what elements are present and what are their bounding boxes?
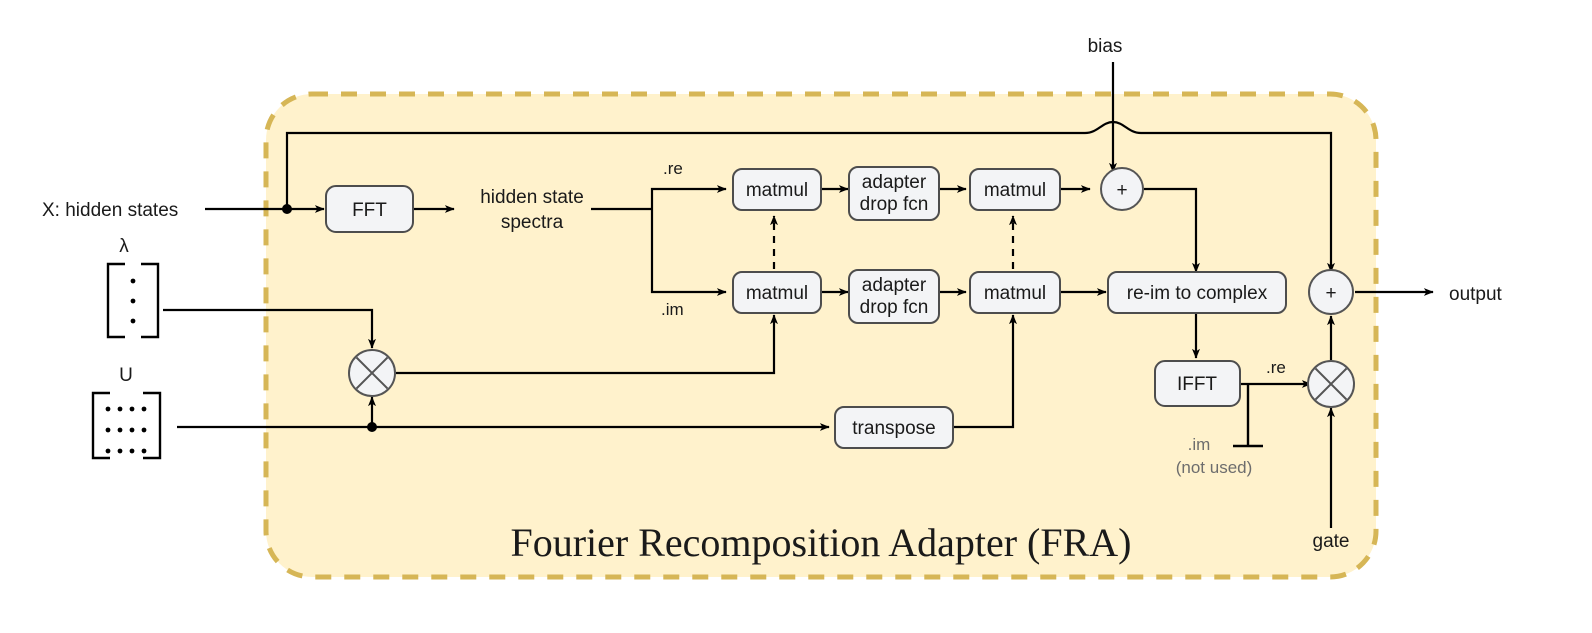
branch-re-label: .re — [663, 159, 683, 178]
spectra-label-line2: spectra — [501, 212, 564, 233]
op-add-skip[interactable]: + — [1308, 269, 1354, 315]
spectra-label-line1: hidden state — [480, 187, 584, 208]
ifft-re-label: .re — [1266, 358, 1286, 377]
node-matmul-im-2[interactable]: matmul — [969, 271, 1061, 314]
node-ifft-label: IFFT — [1177, 374, 1217, 395]
bias-label: bias — [1088, 36, 1123, 57]
node-matmul-im-2-label: matmul — [984, 283, 1046, 304]
wire-branch-im — [650, 209, 727, 296]
node-ifft[interactable]: IFFT — [1154, 360, 1241, 407]
u-label: U — [119, 365, 133, 386]
op-add-skip-glyph: + — [1325, 283, 1336, 304]
node-matmul-re-1[interactable]: matmul — [732, 168, 822, 211]
branch-im-label: .im — [661, 300, 684, 319]
node-transpose-label: transpose — [852, 418, 935, 439]
diagram-title: Fourier Recomposition Adapter (FRA) — [510, 520, 1131, 565]
wire-mul-to-mm-im1 — [396, 314, 778, 375]
lambda-label: λ — [119, 236, 129, 257]
lambda-vector: λ — [106, 236, 160, 339]
wire-lambda-to-mul — [163, 308, 376, 349]
node-adapter-re-line2: drop fcn — [860, 194, 929, 215]
node-matmul-re-2-label: matmul — [984, 180, 1046, 201]
op-add-bias[interactable]: + — [1100, 167, 1144, 211]
node-matmul-re-1-label: matmul — [746, 180, 808, 201]
ifft-im-note: (not used) — [1176, 458, 1253, 477]
u-matrix: U — [91, 365, 162, 460]
node-matmul-re-2[interactable]: matmul — [969, 168, 1061, 211]
wire-skip-connection — [285, 131, 1085, 209]
spectra-text: hidden state spectra — [480, 187, 584, 233]
node-transpose[interactable]: transpose — [834, 406, 954, 449]
node-fft-label: FFT — [352, 200, 387, 221]
fra-container — [263, 91, 1379, 580]
node-adapter-drop-fcn-re[interactable]: adapter drop fcn — [848, 166, 940, 221]
wire-skip-to-add — [1141, 131, 1335, 273]
wire-add-bias-to-reim — [1144, 187, 1200, 273]
op-multiply-lambda-u[interactable] — [348, 349, 396, 397]
node-matmul-im-1[interactable]: matmul — [732, 271, 822, 314]
node-adapter-im-line2: drop fcn — [860, 297, 929, 318]
op-multiply-gate[interactable] — [1307, 360, 1355, 408]
wire-transpose-to-mm-im2 — [952, 314, 1017, 429]
node-adapter-re-line1: adapter — [862, 172, 927, 193]
wire-branch-re — [650, 185, 727, 209]
node-fft[interactable]: FFT — [325, 185, 414, 233]
node-adapter-im-line1: adapter — [862, 275, 927, 296]
node-matmul-im-1-label: matmul — [746, 283, 808, 304]
ifft-im-label: .im — [1188, 435, 1211, 454]
output-label: output — [1449, 284, 1503, 305]
input-label: X: hidden states — [42, 200, 178, 221]
node-re-im-to-complex-label: re-im to complex — [1127, 283, 1268, 304]
node-adapter-drop-fcn-im[interactable]: adapter drop fcn — [848, 269, 940, 324]
op-add-bias-glyph: + — [1116, 180, 1127, 201]
gate-label: gate — [1313, 531, 1350, 552]
node-re-im-to-complex[interactable]: re-im to complex — [1107, 271, 1287, 314]
